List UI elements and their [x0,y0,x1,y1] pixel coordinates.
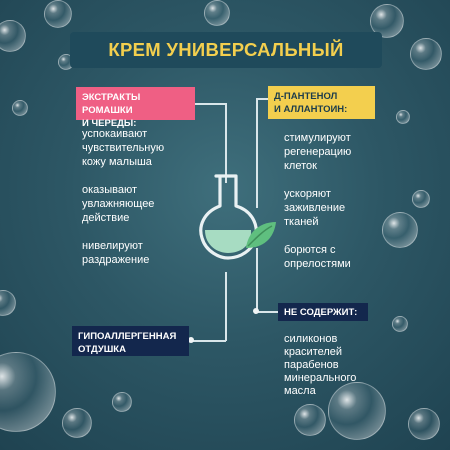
list-item: минерального [284,372,357,384]
bubble-decoration [62,408,92,438]
panthenol-heading: Д-ПАНТЕНОЛ И АЛЛАНТОИН: [268,86,375,119]
list-item: парабенов [284,359,339,371]
chamomile-benefits-list: успокаивают чувствительную кожу малыша о… [82,127,164,281]
bubble-decoration [328,382,386,440]
free-from-heading: НЕ СОДЕРЖИТ: [278,303,368,321]
chamomile-extract-heading: ЭКСТРАКТЫ РОМАШКИ И ЧЕРЕДЫ: [76,87,195,129]
bubble-decoration [0,20,26,52]
bubble-decoration [294,404,326,436]
flask-icon [199,174,258,260]
bubble-decoration [412,190,430,208]
list-item: масла [284,385,316,397]
connector-dot [188,337,194,343]
bubble-decoration [396,110,410,124]
bubble-decoration [0,352,56,432]
bubble-decoration [392,316,408,332]
connector-line [225,103,227,183]
connector-line [256,248,258,312]
list-item: нивелируют раздражение [82,240,150,266]
bubble-decoration [44,0,72,28]
heading-line: ЭКСТРАКТЫ РОМАШКИ [82,92,141,116]
connector-line [225,272,227,341]
list-item: ускоряют заживление тканей [284,188,346,228]
bubble-decoration [408,408,440,440]
connector-line [256,311,278,313]
connector-dot [253,308,259,314]
leaf-icon [246,222,276,248]
bubble-decoration [0,290,16,316]
list-item: оказывают увлажняющее действие [82,184,155,224]
heading-line: И ЧЕРЕДЫ: [82,118,137,129]
bubble-decoration [204,0,230,26]
panthenol-benefits-list: стимулируют регенерацию клеток ускоряют … [284,131,351,285]
connector-line [256,98,258,208]
free-from-list: силиконов красителей парабенов минеральн… [284,333,356,398]
list-item: успокаивают чувствительную кожу малыша [82,128,165,168]
bubble-decoration [382,212,418,248]
bubble-decoration [410,38,442,70]
heading-line: ГИПОАЛЛЕРГЕННАЯ [78,331,177,342]
hypoallergenic-fragrance-heading: ГИПОАЛЛЕРГЕННАЯ ОТДУШКА [72,326,189,356]
connector-line [256,98,268,100]
list-item: красителей [284,346,343,358]
title-banner: КРЕМ УНИВЕРСАЛЬНЫЙ [70,32,382,68]
heading-line: Д-ПАНТЕНОЛ [274,91,338,102]
page-title: КРЕМ УНИВЕРСАЛЬНЫЙ [108,39,344,60]
bubble-decoration [12,100,28,116]
bubble-decoration [112,392,132,412]
list-item: борются с опрелостями [284,244,351,270]
list-item: силиконов [284,333,338,345]
connector-line [192,340,226,342]
list-item: стимулируют регенерацию клеток [284,132,352,172]
heading-line: И АЛЛАНТОИН: [274,104,348,115]
connector-line [180,103,226,105]
heading-line: ОТДУШКА [78,344,126,355]
